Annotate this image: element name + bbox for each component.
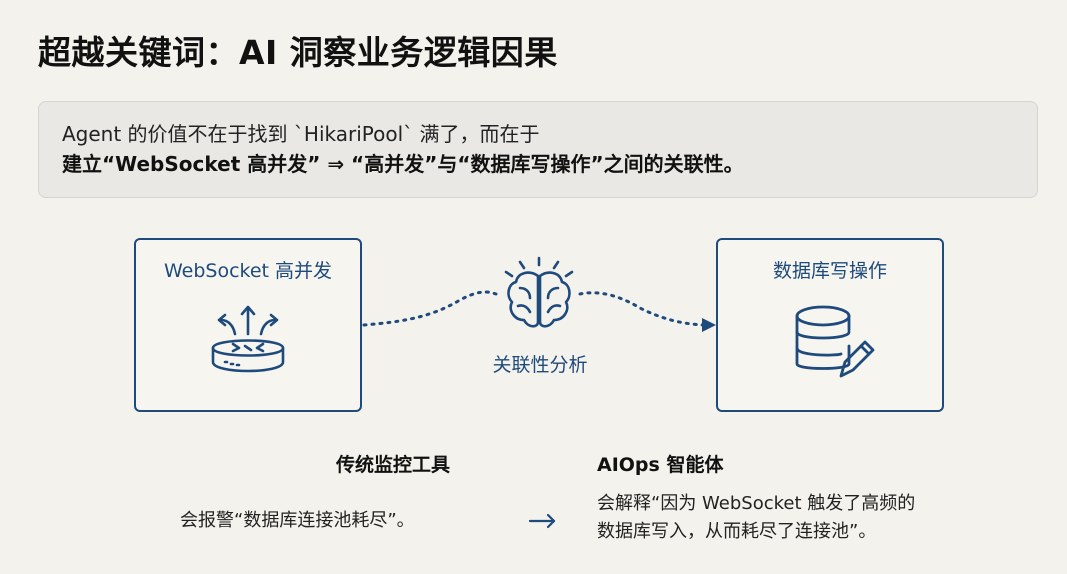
aiops-agent-text-line-2: 数据库写入，从而耗尽了连接池”。 xyxy=(597,521,877,542)
websocket-box-label: WebSocket 高并发 xyxy=(163,260,333,282)
callout-line-2: 建立“WebSocket 高并发” ⇒ “高并发”与“数据库写操作”之间的关联性… xyxy=(62,152,744,176)
arrow-head-icon xyxy=(702,318,716,332)
aiops-agent-heading: AIOps 智能体 xyxy=(597,454,724,476)
database-write-box-label: 数据库写操作 xyxy=(772,260,887,282)
traditional-tool-heading: 传统监控工具 xyxy=(336,454,451,476)
connector-right xyxy=(578,291,706,327)
router-icon xyxy=(211,305,285,373)
connector-left xyxy=(362,290,498,327)
database-edit-icon xyxy=(795,305,875,378)
websocket-box: WebSocket 高并发 xyxy=(134,238,362,412)
aiops-agent-text-line-1: 会解释“因为 WebSocket 触发了高频的 xyxy=(597,493,916,514)
database-write-box: 数据库写操作 xyxy=(716,238,944,412)
correlation-analysis-label: 关联性分析 xyxy=(492,354,588,376)
callout-line-1: Agent 的价值不在于找到 `HikariPool` 满了，而在于 xyxy=(62,122,540,146)
brain-icon xyxy=(494,254,584,342)
traditional-tool-text: 会报警“数据库连接池耗尽”。 xyxy=(180,510,415,531)
arrow-right-icon xyxy=(528,513,556,529)
insight-callout: Agent 的价值不在于找到 `HikariPool` 满了，而在于 建立“We… xyxy=(38,101,1038,198)
aiops-agent-text: 会解释“因为 WebSocket 触发了高频的 数据库写入，从而耗尽了连接池”。 xyxy=(597,490,915,546)
page-title: 超越关键词：AI 洞察业务逻辑因果 xyxy=(38,33,558,72)
